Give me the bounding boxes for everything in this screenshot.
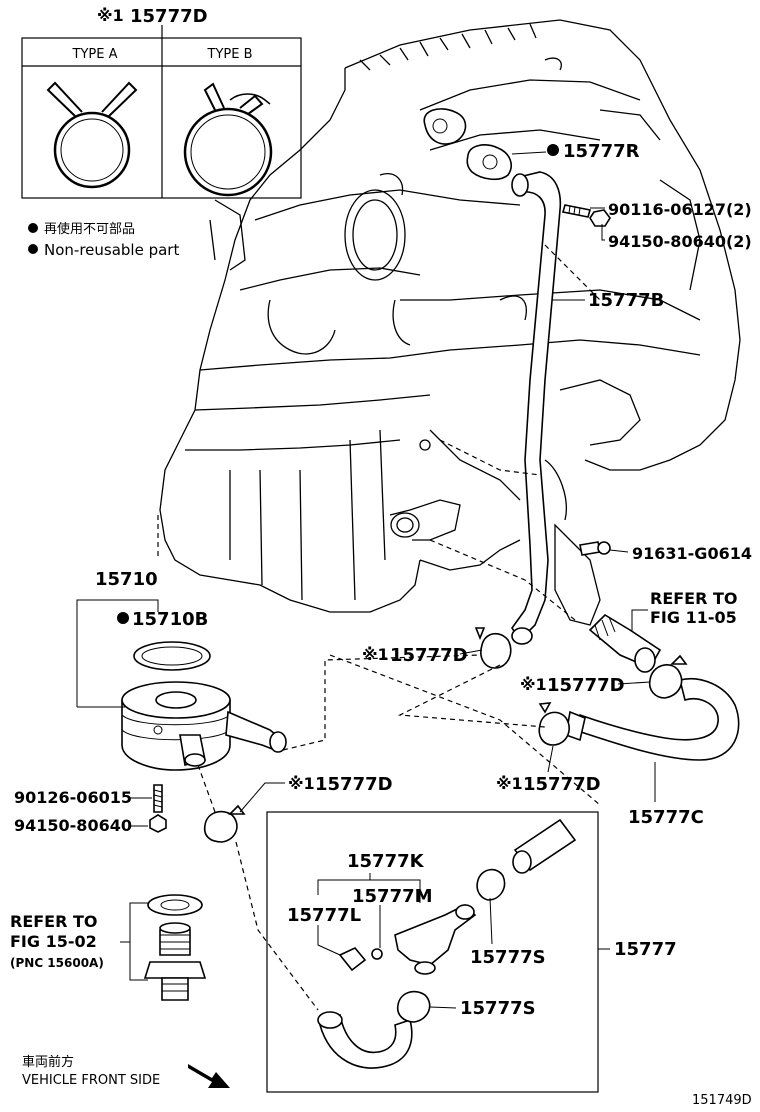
clamp-type-box: TYPE A TYPE B	[21, 25, 302, 199]
label-15777D-3: 15777D	[523, 774, 601, 795]
front-arrow-icon	[188, 1064, 230, 1088]
figure-id: 151749D	[692, 1093, 752, 1108]
bolt-91631	[579, 541, 611, 556]
nut-94150-lower	[149, 814, 167, 833]
bullet-icon	[547, 144, 559, 156]
bullet-icon	[28, 244, 38, 254]
label-94150-upper: 94150-80640(2)	[608, 232, 752, 251]
bullet-icon	[117, 612, 129, 624]
label-15777R: 15777R	[563, 141, 640, 162]
set-15777-box	[266, 811, 599, 1093]
gasket-upper	[423, 108, 467, 145]
mark-4: ※1	[288, 774, 315, 793]
vehicle-front-en: VEHICLE FRONT SIDE	[22, 1073, 160, 1088]
type-b-label: TYPE B	[207, 47, 253, 62]
nut-94150-upper	[589, 209, 611, 227]
refer-15-02-line1: REFER TO	[10, 912, 98, 931]
clamp-15777D-d	[203, 804, 246, 843]
stud-90126	[153, 784, 163, 813]
label-15777S-2: 15777S	[460, 998, 536, 1019]
refer-15-02-line2: FIG 15-02	[10, 932, 97, 951]
routing-lines	[157, 244, 601, 1011]
refer-11-05-line2: FIG 11-05	[650, 608, 737, 627]
mark-1: ※1	[362, 645, 389, 664]
header-callout-mark: ※1	[97, 6, 124, 25]
label-94150-lower: 94150-80640	[14, 816, 132, 835]
label-15777D-1: 15777D	[390, 645, 468, 666]
clamp-15777D-c	[538, 702, 570, 746]
label-15777D-2: 15777D	[547, 675, 625, 696]
label-15777: 15777	[614, 939, 677, 960]
mark-3: ※1	[496, 774, 523, 793]
hose-15777-set-parts	[317, 818, 577, 1069]
label-15777B: 15777B	[588, 290, 664, 311]
mark-2: ※1	[520, 675, 547, 694]
label-15777S-1: 15777S	[470, 947, 546, 968]
union-fitting	[588, 613, 662, 673]
oil-cooler-15710	[121, 641, 287, 771]
bullet-icon	[28, 223, 38, 233]
bolt-90116	[561, 204, 592, 218]
legend-en: Non-reusable part	[44, 241, 179, 259]
label-15710B: 15710B	[132, 609, 208, 630]
union-bolt	[143, 894, 207, 1001]
legend-jp: 再使用不可部品	[44, 221, 135, 237]
refer-15-02-line3: (PNC 15600A)	[10, 956, 104, 970]
label-91631: 91631-G0614	[632, 544, 752, 563]
engine-block	[159, 19, 741, 626]
header-callout-part: 15777D	[130, 6, 208, 27]
clamp-15777D-b	[648, 654, 688, 699]
oil-pipe-15777B	[511, 171, 562, 645]
refer-11-05-line1: REFER TO	[650, 589, 738, 608]
vehicle-front-jp: 車両前方	[22, 1054, 74, 1070]
label-90116: 90116-06127(2)	[608, 200, 752, 219]
label-15777C: 15777C	[628, 807, 704, 828]
label-15777L: 15777L	[287, 905, 361, 926]
gasket-15777R	[466, 144, 512, 181]
label-15710: 15710	[95, 569, 158, 590]
label-15777D-4: 15777D	[315, 774, 393, 795]
label-90126: 90126-06015	[14, 788, 132, 807]
type-a-label: TYPE A	[72, 47, 118, 62]
label-15777K: 15777K	[347, 851, 425, 872]
label-15777M: 15777M	[352, 886, 433, 907]
clamp-15777D-a	[474, 627, 512, 669]
